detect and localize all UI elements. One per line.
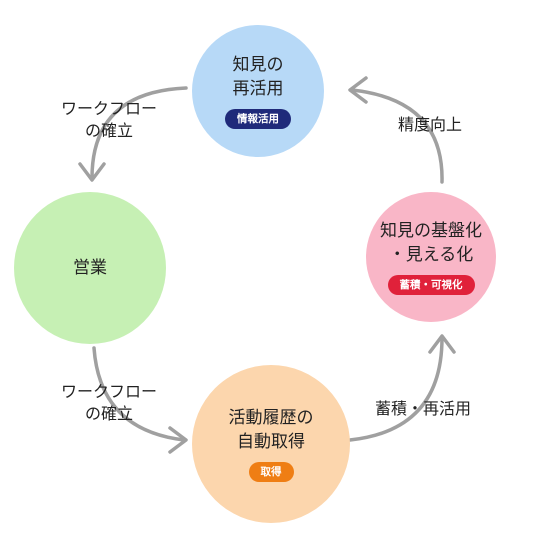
arrowhead-right-to-top <box>348 76 368 104</box>
edge-label-bottom-to-right: 蓄積・再活用 <box>374 399 471 418</box>
arrow-left-to-bottom <box>92 346 186 442</box>
arrow-bottom-to-right <box>348 336 444 442</box>
node-knowledge-reuse: 知見の 再活用 情報活用 <box>192 25 324 157</box>
badge-accumulate-visualize: 蓄積・可視化 <box>387 275 475 295</box>
edge-label-top-to-left: ワークフロー の確立 <box>60 99 157 140</box>
badge-capture: 取得 <box>248 462 294 482</box>
arrowhead-top-to-left <box>78 162 106 182</box>
node-knowledge-base: 知見の基盤化 ・見える化 蓄積・可視化 <box>366 192 496 322</box>
node-activity-capture: 活動履歴の 自動取得 取得 <box>192 365 350 523</box>
node-title: 知見の基盤化 ・見える化 <box>380 221 482 265</box>
badge-info-use: 情報活用 <box>225 109 291 129</box>
edge-label-right-to-top: 精度向上 <box>397 115 462 134</box>
node-title: 営業 <box>73 258 107 278</box>
node-title: 活動履歴の 自動取得 <box>228 408 314 452</box>
arrow-top-to-left <box>90 86 188 180</box>
edge-label-left-to-bottom: ワークフロー の確立 <box>60 382 157 423</box>
arrowhead-bottom-to-right <box>428 334 456 354</box>
node-title: 知見の 再活用 <box>232 55 284 99</box>
arrowhead-left-to-bottom <box>168 426 188 454</box>
node-sales: 営業 <box>14 192 166 344</box>
arrow-right-to-top <box>350 88 444 184</box>
